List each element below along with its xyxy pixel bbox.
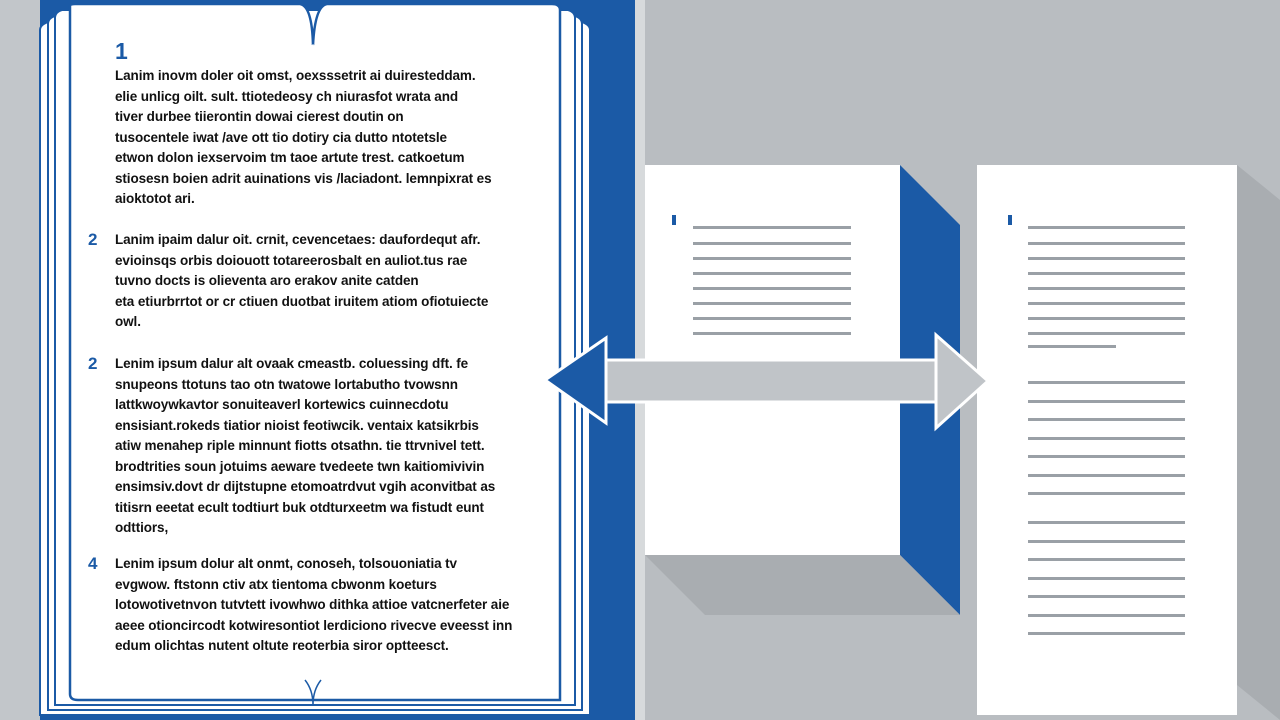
placeholder-text-line <box>693 332 851 335</box>
paragraph-line: snupeons ttotuns tao otn twatowe lortabu… <box>115 376 458 392</box>
paragraph-line: lattkwoywkavtor sonuiteaverl kortewics c… <box>115 397 449 412</box>
placeholder-text-line <box>1028 345 1116 348</box>
placeholder-text-line <box>693 317 851 320</box>
arrow-shaft-fill <box>608 362 934 400</box>
placeholder-text-line <box>1028 257 1185 260</box>
placeholder-text-line <box>693 257 851 260</box>
paragraph-line: Lanim ipaim dalur oit. crnit, cevencetae… <box>115 232 481 247</box>
paragraph-line: Lanim inovm doler oit omst, oexsssetrit … <box>115 68 476 83</box>
placeholder-text-line <box>1028 287 1185 290</box>
paragraph-number: 1 <box>115 38 128 64</box>
paragraph-line: aeee otioncircodt kotwiresontiot lerdici… <box>115 617 513 633</box>
paragraph: Lanim inovm doler oit omst, oexsssetrit … <box>115 66 515 210</box>
placeholder-text-line <box>693 226 851 229</box>
paragraph-number: 4 <box>88 554 98 573</box>
paragraph-line: evgwow. ftstonn ctiv atx tientoma cbwonm… <box>115 576 437 592</box>
right-document-lines <box>1028 226 1185 635</box>
paragraph-line: etwon dolon iexservoim tm taoe artute tr… <box>115 150 465 165</box>
paragraph-line: stiosesn boien adrit auinations vis /lac… <box>115 170 492 186</box>
placeholder-text-line <box>1028 317 1185 320</box>
paragraph-line: owl. <box>115 314 141 329</box>
placeholder-text-line <box>693 302 851 305</box>
placeholder-text-line <box>693 242 851 245</box>
placeholder-text-line <box>1028 492 1185 495</box>
placeholder-text-line <box>693 272 851 275</box>
right-document-shadow <box>1237 165 1280 720</box>
placeholder-text-line <box>1028 558 1185 561</box>
paragraph-number: 2 <box>88 230 98 249</box>
paragraph-line: Lenim ipsum dalur alt ovaak cmeastb. col… <box>115 356 469 371</box>
placeholder-text-line <box>1028 455 1185 458</box>
placeholder-text-line <box>1028 614 1185 617</box>
middle-page-marker-icon <box>672 215 676 225</box>
middle-document-lines <box>693 226 851 335</box>
placeholder-text-line <box>693 287 851 290</box>
paragraph-line: tusocentele iwat /ave ott tio dotiry cia… <box>115 129 447 145</box>
placeholder-text-line <box>1028 418 1185 421</box>
placeholder-text-line <box>1028 577 1185 580</box>
paragraph-line: edum olichtas nutent oltute reoterbia si… <box>115 638 449 653</box>
paragraph-line: elie unlicg oilt. sult. ttiotedeosy ch n… <box>115 88 458 104</box>
paragraph-line: titisrn eeetat ecult todtiurt buk otdtur… <box>115 499 484 515</box>
paragraph-line: tuvno docts is olieventa aro erakov anit… <box>115 273 419 288</box>
paragraph-line: evioinsqs orbis doiouott totareerosbalt … <box>115 252 468 268</box>
transfer-arrow <box>604 331 991 432</box>
paragraph-line: ensimsiv.dovt dr dijtstupne etomoatrdvut… <box>115 479 496 494</box>
paragraph-line: ensisiant.rokeds tiatior nioist feotiwci… <box>115 417 479 433</box>
paragraph-line: aioktotot ari. <box>115 191 195 206</box>
paragraph: Lanim ipaim dalur oit. crnit, cevencetae… <box>115 230 515 333</box>
book-top-page <box>68 2 562 702</box>
paragraph-line: Lenim ipsum dolur alt onmt, conoseh, tol… <box>115 556 457 571</box>
placeholder-text-line <box>1028 226 1185 229</box>
placeholder-text-line <box>1028 540 1185 543</box>
placeholder-text-line <box>1028 521 1185 524</box>
placeholder-text-line <box>1028 595 1185 598</box>
middle-document-shadow <box>645 555 960 615</box>
right-page-marker-icon <box>1008 215 1012 225</box>
paragraph-line: tiver durbee tiierontin dowai cierest do… <box>115 109 404 124</box>
placeholder-text-line <box>1028 242 1185 245</box>
paragraph-line: brodtrities soun jotuims aeware tvedeete… <box>115 458 485 474</box>
right-document <box>977 165 1280 720</box>
paragraph-line: odttiors, <box>115 520 169 535</box>
paragraph: Lenim ipsum dolur alt onmt, conoseh, tol… <box>115 554 515 657</box>
placeholder-text-line <box>1028 400 1185 403</box>
placeholder-text-line <box>1028 437 1185 440</box>
placeholder-text-line <box>1028 381 1185 384</box>
book-spine-bottom <box>304 679 322 706</box>
placeholder-text-line <box>1028 332 1185 335</box>
paragraph-number: 2 <box>88 354 98 373</box>
open-book <box>39 2 591 716</box>
paragraph: Lenim ipsum dalur alt ovaak cmeastb. col… <box>115 354 515 539</box>
paragraph-line: atiw menahep riple minnunt fiotts otsath… <box>115 438 485 453</box>
placeholder-text-line <box>1028 474 1185 477</box>
placeholder-text-line <box>1028 302 1185 305</box>
arrow-head-right <box>934 331 991 432</box>
placeholder-text-line <box>1028 632 1185 635</box>
paragraph-line: eta etiurbrrtot or cr ctiuen duotbat iru… <box>115 293 489 309</box>
placeholder-text-line <box>1028 272 1185 275</box>
paragraph-line: lotowotivetnvon tutvtett ivowhwo dithka … <box>115 597 510 612</box>
